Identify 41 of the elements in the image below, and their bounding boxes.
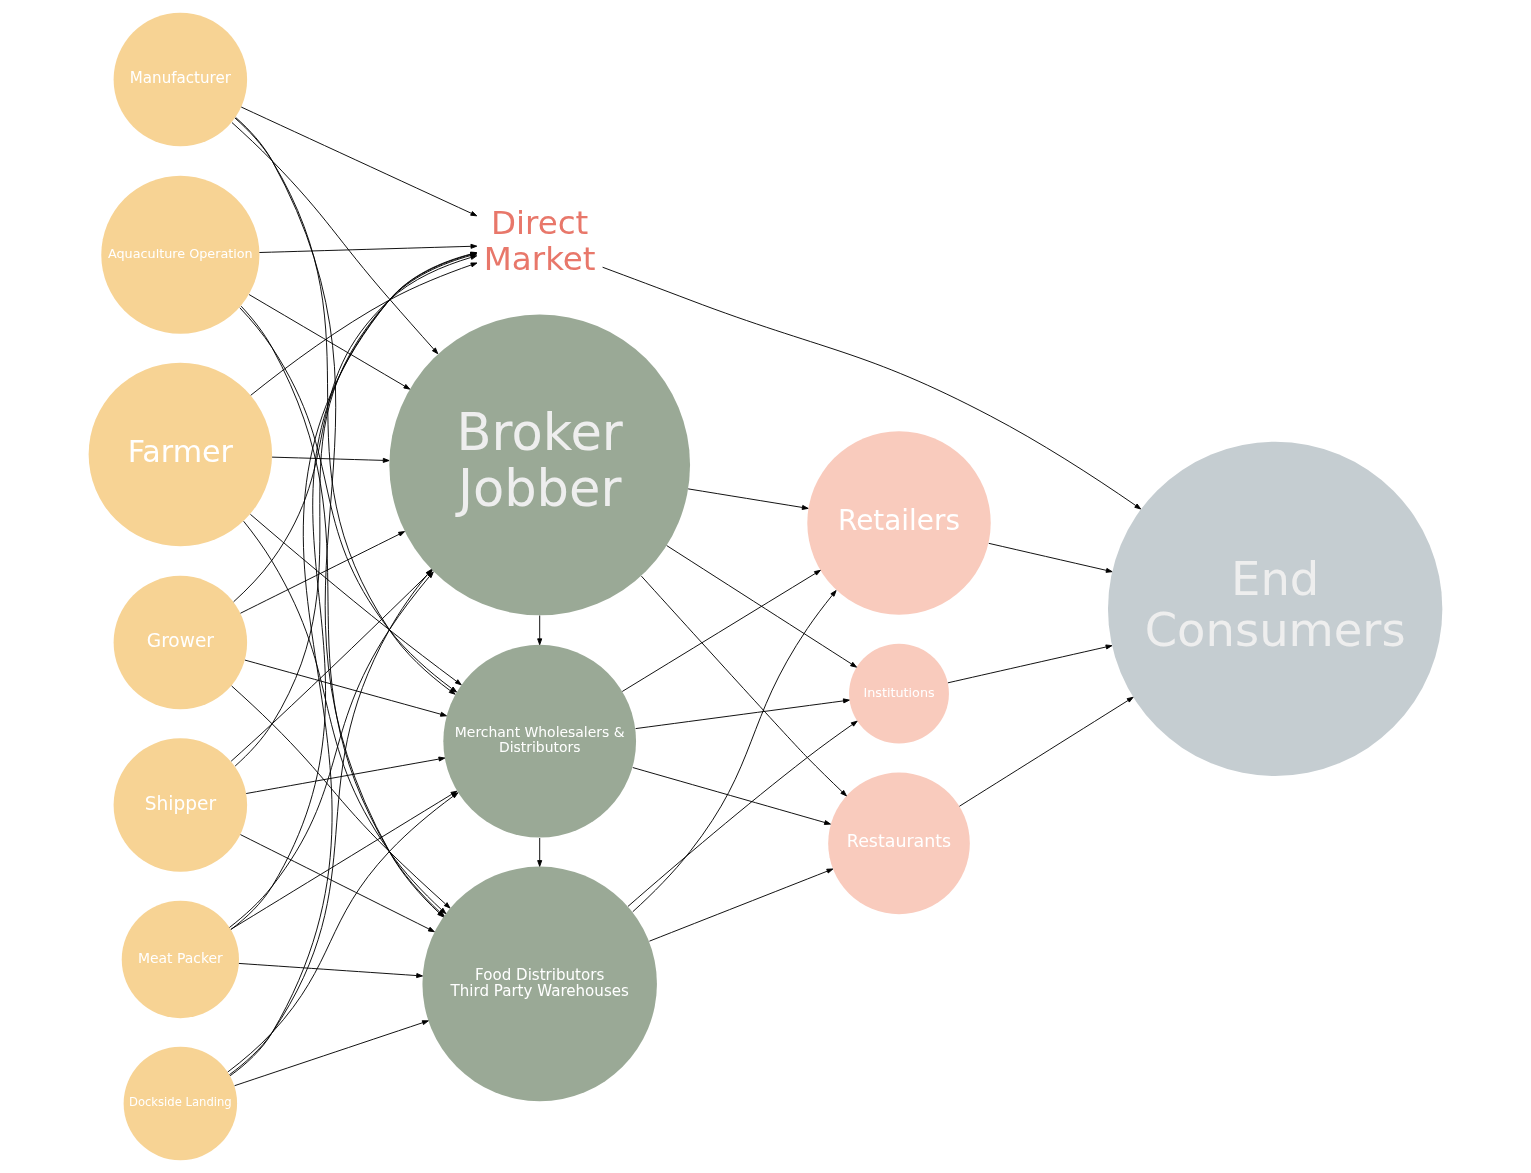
arrow — [243, 520, 447, 915]
arrow — [238, 962, 423, 979]
arrow — [648, 868, 834, 942]
arrow — [249, 513, 462, 686]
arrow — [240, 106, 478, 217]
node-circle: Broker Jobber — [389, 314, 691, 616]
arrow — [632, 767, 831, 825]
node-text: Direct Market — [483, 204, 596, 279]
arrow — [250, 262, 478, 396]
arrow — [947, 644, 1113, 684]
arrow — [602, 266, 1142, 510]
arrow — [627, 720, 858, 907]
arrow — [640, 575, 847, 797]
arrow — [231, 122, 439, 355]
arrow — [240, 834, 435, 933]
arrow — [958, 696, 1134, 807]
node-circle: Merchant Wholesalers & Distributors — [443, 644, 637, 838]
node-circle: Retailers — [807, 431, 991, 615]
arrow — [234, 1020, 429, 1087]
arrow — [258, 243, 478, 253]
arrow — [537, 837, 543, 867]
arrow — [988, 542, 1113, 573]
arrow — [245, 756, 446, 794]
node-circle: Grower — [113, 575, 248, 710]
arrow — [244, 659, 447, 717]
arrow — [621, 569, 821, 692]
arrow — [666, 545, 857, 668]
node-circle: Farmer — [88, 362, 273, 547]
arrow — [537, 615, 543, 646]
arrow — [635, 698, 850, 730]
node-circle: Shipper — [113, 738, 248, 872]
arrow — [687, 488, 809, 510]
node-circle: Dockside Landing — [123, 1046, 238, 1161]
arrow — [271, 456, 390, 463]
node-circle: Aquaculture Operation — [101, 175, 260, 334]
arrow — [231, 685, 451, 909]
arrow — [632, 590, 837, 913]
arrow — [240, 531, 406, 614]
node-circle: Meat Packer — [121, 900, 239, 1019]
node-circle: Manufacturer — [113, 12, 248, 147]
arrow — [248, 294, 411, 390]
